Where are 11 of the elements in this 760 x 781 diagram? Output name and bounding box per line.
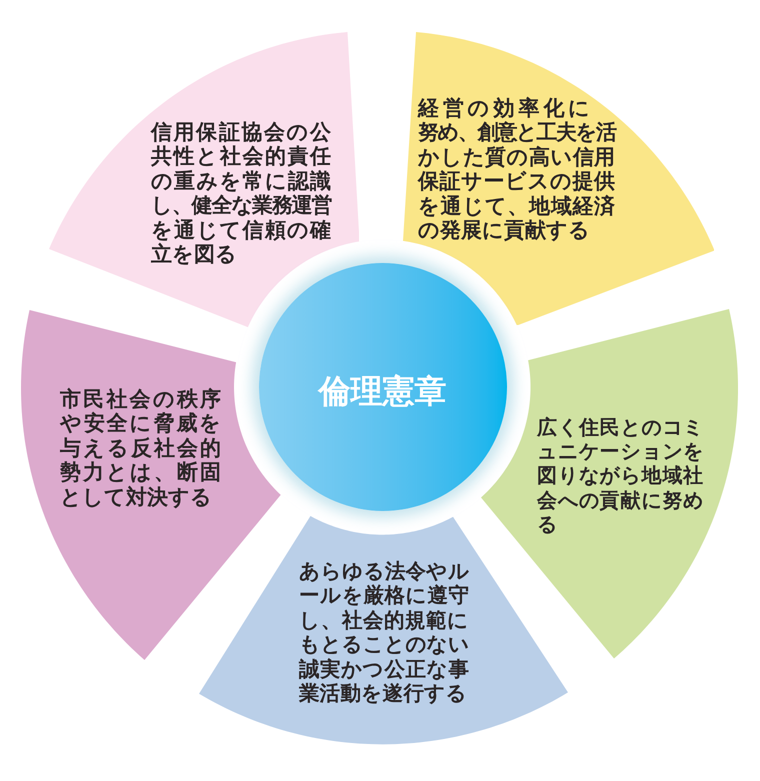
segment-text: 信用保証協会の公共性と社会的責任の重みを常に認識し、健全な業務運営を通じて信頼の確立を図る bbox=[151, 121, 331, 268]
pie-segment bbox=[199, 516, 568, 745]
segment-text: 広く住民とのコミュニケーションを図りながら地域社会への貢献に努める bbox=[536, 416, 703, 538]
segment-text: 市民社会の秩序や安全に脅威を与える反社会的勢力とは、断固として対決する bbox=[60, 388, 221, 510]
segment-text: あらゆる法令やルールを厳格に遵守し、社会的規範にもとることのない誠実かつ公正な事業活動を遂行する bbox=[299, 560, 469, 706]
pie-segment bbox=[48, 32, 360, 327]
pie-segment bbox=[402, 32, 714, 326]
pie-segment bbox=[480, 309, 738, 658]
pie-segment bbox=[21, 310, 282, 660]
segment-text: 経営の効率化に努め、創意と工夫を活かした質の高い信用保証サービスの提供を通じて、地域経済の発展に貢献する bbox=[418, 96, 615, 244]
center-title: 倫理憲章 bbox=[318, 372, 446, 411]
